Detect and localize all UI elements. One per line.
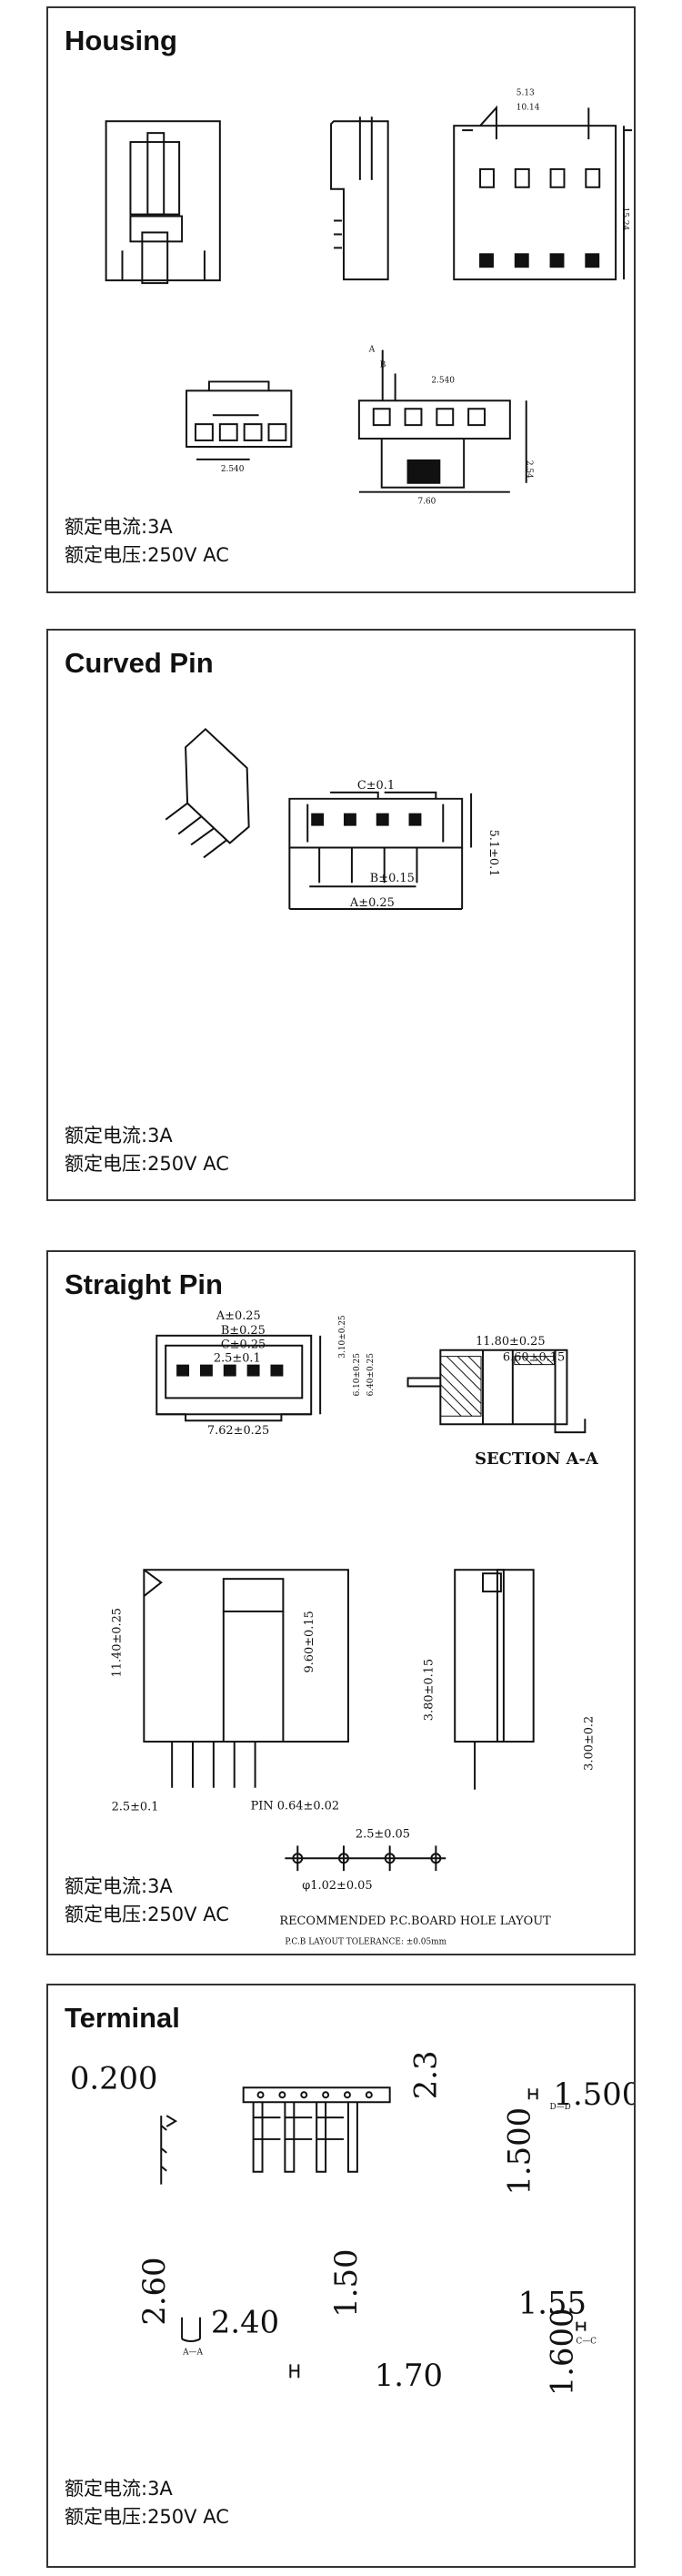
- straight-pin-voltage: 额定电压:250V AC: [65, 1904, 229, 1925]
- svg-text:15.24: 15.24: [620, 207, 629, 231]
- svg-text:A: A: [368, 346, 376, 355]
- svg-text:A—A: A—A: [182, 2348, 203, 2357]
- svg-text:1.500: 1.500: [554, 2076, 634, 2112]
- svg-text:A±0.25: A±0.25: [216, 1309, 261, 1323]
- svg-text:11.40±0.25: 11.40±0.25: [111, 1608, 125, 1678]
- straight-pin-drawing: A±0.25 B±0.25 C±0.25 2.5±0.1 3.10±0.25 6…: [111, 1309, 599, 1947]
- housing-voltage: 额定电压:250V AC: [65, 544, 229, 566]
- curved-pin-voltage: 额定电压:250V AC: [65, 1153, 229, 1175]
- housing-title: Housing: [65, 25, 177, 56]
- svg-text:1.70: 1.70: [375, 2358, 443, 2393]
- svg-text:2.540: 2.540: [221, 465, 245, 474]
- svg-text:0.200: 0.200: [70, 2060, 158, 2096]
- svg-text:1.600: 1.600: [544, 2308, 579, 2396]
- housing-panel: Housing: [46, 6, 636, 593]
- terminal-panel: Terminal 0.200 2.3 1: [46, 1984, 636, 2568]
- terminal-title: Terminal: [65, 2002, 180, 2034]
- svg-text:9.60±0.15: 9.60±0.15: [303, 1611, 316, 1672]
- svg-text:2.40: 2.40: [211, 2305, 279, 2340]
- svg-text:D—D: D—D: [550, 2103, 571, 2112]
- svg-text:PIN 0.64±0.02: PIN 0.64±0.02: [251, 1800, 339, 1813]
- housing-drawing: 5.13 10.14 15.24 2.540 A B 2.540 2.54 7.…: [105, 88, 633, 507]
- svg-text:3.00±0.2: 3.00±0.2: [582, 1716, 596, 1771]
- svg-text:C—C: C—C: [576, 2338, 597, 2347]
- straight-pin-panel: Straight Pin A±0.25 B±0.25 C±0: [46, 1250, 636, 1955]
- svg-text:2.540: 2.540: [431, 376, 455, 385]
- straight-pin-title: Straight Pin: [65, 1268, 223, 1300]
- svg-text:2.54: 2.54: [525, 460, 534, 479]
- housing-current: 额定电流:3A: [65, 516, 173, 538]
- svg-text:1.50: 1.50: [328, 2249, 364, 2318]
- curved-pin-drawing: C±0.1 5.1±0.1 B±0.15 A±0.25: [165, 727, 500, 910]
- svg-text:2.5±0.1: 2.5±0.1: [112, 1801, 159, 1814]
- svg-text:P.C.B LAYOUT TOLERANCE: ±0.05m: P.C.B LAYOUT TOLERANCE: ±0.05mm: [285, 1938, 446, 1947]
- curved-pin-current: 额定电流:3A: [65, 1125, 173, 1147]
- svg-text:2.5±0.05: 2.5±0.05: [356, 1827, 410, 1841]
- svg-text:A±0.25: A±0.25: [349, 896, 395, 910]
- straight-pin-current: 额定电流:3A: [65, 1875, 173, 1897]
- svg-text:φ1.02±0.05: φ1.02±0.05: [302, 1879, 372, 1893]
- svg-text:C±0.1: C±0.1: [357, 779, 395, 793]
- svg-text:B: B: [380, 361, 386, 370]
- svg-text:1.500: 1.500: [502, 2107, 537, 2196]
- terminal-current: 额定电流:3A: [65, 2478, 173, 2500]
- svg-text:3.80±0.15: 3.80±0.15: [422, 1659, 436, 1721]
- svg-text:6.60±0.15: 6.60±0.15: [503, 1351, 565, 1365]
- svg-text:5.1±0.1: 5.1±0.1: [486, 830, 500, 877]
- svg-text:6.40±0.25: 6.40±0.25: [366, 1353, 376, 1396]
- svg-text:RECOMMENDED P.C.BOARD HOLE LAY: RECOMMENDED P.C.BOARD HOLE LAYOUT: [279, 1914, 551, 1928]
- terminal-voltage: 额定电压:250V AC: [65, 2506, 229, 2528]
- svg-text:7.60: 7.60: [417, 498, 436, 507]
- svg-text:2.3: 2.3: [407, 2051, 443, 2100]
- svg-text:10.14: 10.14: [517, 103, 540, 112]
- svg-text:7.62±0.25: 7.62±0.25: [207, 1424, 269, 1438]
- svg-text:5.13: 5.13: [517, 88, 535, 97]
- svg-text:C±0.25: C±0.25: [221, 1339, 266, 1352]
- terminal-drawing: 0.200 2.3 1.500 1.500 2.60 2.40 1.50 1.7…: [70, 2051, 634, 2397]
- svg-text:1.55: 1.55: [518, 2286, 587, 2321]
- svg-text:11.80±0.25: 11.80±0.25: [476, 1335, 546, 1349]
- curved-pin-panel: Curved Pin C±0.1 5.1±0.1 B±0.15 A±0.25: [46, 629, 636, 1201]
- svg-text:B±0.15: B±0.15: [370, 872, 415, 885]
- svg-text:B±0.25: B±0.25: [221, 1324, 266, 1338]
- svg-text:6.10±0.25: 6.10±0.25: [353, 1353, 362, 1396]
- svg-text:2.5±0.1: 2.5±0.1: [214, 1352, 261, 1366]
- svg-text:2.60: 2.60: [136, 2257, 172, 2325]
- svg-text:SECTION A-A: SECTION A-A: [475, 1450, 599, 1469]
- svg-text:3.10±0.25: 3.10±0.25: [338, 1315, 347, 1358]
- curved-pin-title: Curved Pin: [65, 647, 214, 679]
